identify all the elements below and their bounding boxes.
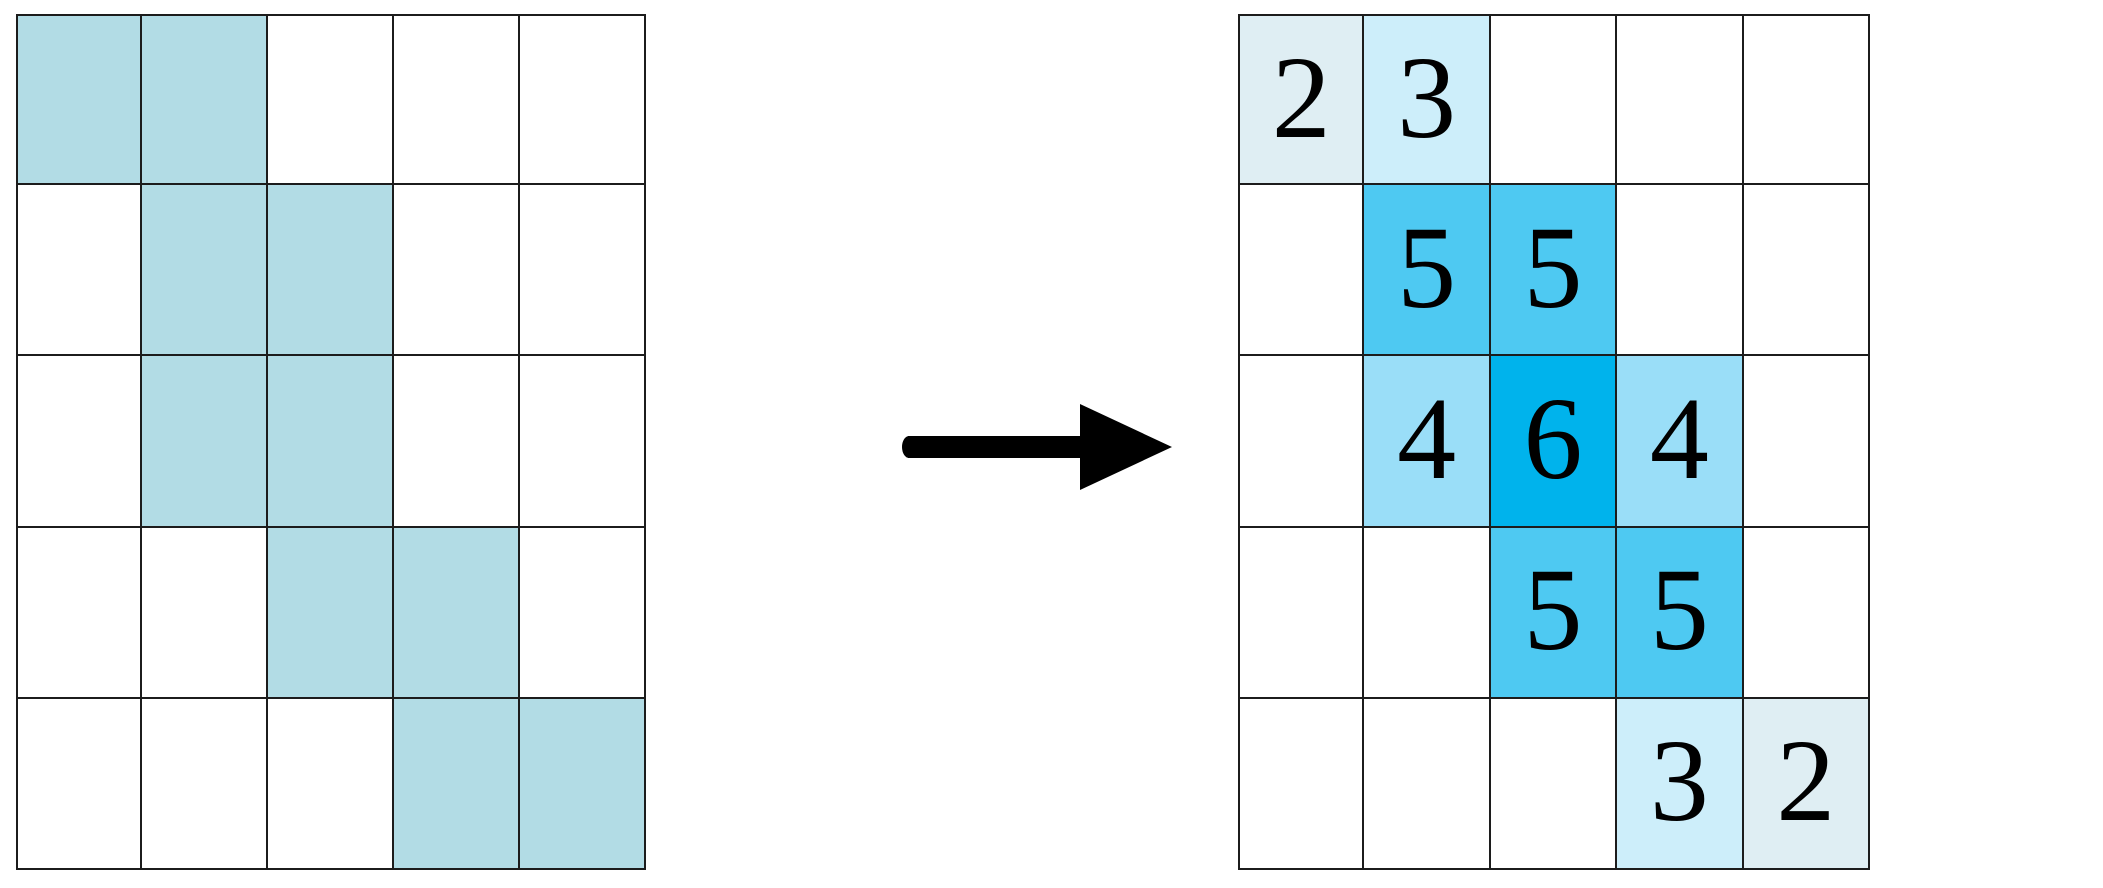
input-grid-cell-r4-c5	[520, 527, 646, 699]
input-grid-cell-r2-c3	[268, 185, 394, 357]
cell-value: 2	[1271, 31, 1331, 163]
input-grid-cell-r1-c5	[520, 14, 646, 186]
input-grid-cell-r1-c2	[142, 14, 268, 186]
output-grid-cell-r1-c2: 3	[1364, 14, 1491, 186]
input-grid-cell-r4-c1	[16, 527, 142, 699]
input-grid-cell-r3-c1	[16, 356, 142, 528]
input-grid-cell-r1-c4	[394, 14, 520, 186]
cell-value: 5	[1397, 201, 1457, 333]
output-grid-cell-r4-c5	[1743, 527, 1870, 699]
cell-value: 5	[1523, 544, 1583, 676]
output-grid-cell-r3-c5	[1743, 356, 1870, 528]
input-grid-cell-r4-c3	[268, 527, 394, 699]
output-grid-cell-r5-c1	[1238, 698, 1365, 870]
input-grid-cell-r3-c3	[268, 356, 394, 528]
output-grid-cell-r1-c1: 2	[1238, 14, 1365, 186]
output-grid-cell-r2-c1	[1238, 185, 1365, 357]
cell-value: 4	[1649, 372, 1709, 504]
input-grid-cell-r3-c5	[520, 356, 646, 528]
cell-value: 5	[1523, 201, 1583, 333]
output-grid-cell-r5-c2	[1364, 698, 1491, 870]
input-grid-cell-r2-c4	[394, 185, 520, 357]
output-grid-cell-r2-c4	[1617, 185, 1744, 357]
input-grid-cell-r5-c1	[16, 698, 142, 870]
output-grid-cell-r4-c3: 5	[1490, 527, 1618, 699]
cell-value: 6	[1523, 372, 1583, 504]
output-grid-cell-r5-c4: 3	[1617, 698, 1744, 870]
output-grid-cell-r1-c4	[1617, 14, 1744, 186]
input-grid-cell-r5-c4	[394, 698, 520, 870]
output-grid-cell-r2-c5	[1743, 185, 1870, 357]
output-grid-cell-r5-c5: 2	[1743, 698, 1870, 870]
input-grid-cell-r1-c3	[268, 14, 394, 186]
output-grid-cell-r1-c5	[1743, 14, 1870, 186]
cell-value: 5	[1649, 544, 1709, 676]
output-grid-cell-r2-c3: 5	[1490, 185, 1618, 357]
cell-value: 3	[1397, 31, 1457, 163]
input-grid	[16, 14, 646, 870]
output-grid-cell-r2-c2: 5	[1364, 185, 1491, 357]
output-grid-cell-r3-c3: 6	[1490, 356, 1618, 528]
output-grid-cell-r3-c2: 4	[1364, 356, 1491, 528]
right-arrow-icon	[900, 392, 1180, 502]
input-grid-cell-r3-c2	[142, 356, 268, 528]
output-grid-cell-r4-c2	[1364, 527, 1491, 699]
input-grid-cell-r2-c2	[142, 185, 268, 357]
input-grid-cell-r3-c4	[394, 356, 520, 528]
input-grid-cell-r5-c5	[520, 698, 646, 870]
output-grid-cell-r5-c3	[1490, 698, 1618, 870]
input-grid-cell-r4-c4	[394, 527, 520, 699]
cell-value: 4	[1397, 372, 1457, 504]
output-grid-cell-r4-c4: 5	[1617, 527, 1744, 699]
output-grid-cell-r3-c4: 4	[1617, 356, 1744, 528]
output-grid-cell-r1-c3	[1490, 14, 1618, 186]
output-grid-cell-r3-c1	[1238, 356, 1365, 528]
input-grid-cell-r4-c2	[142, 527, 268, 699]
input-grid-cell-r5-c3	[268, 698, 394, 870]
input-grid-cell-r1-c1	[16, 14, 142, 186]
input-grid-cell-r2-c1	[16, 185, 142, 357]
input-grid-cell-r2-c5	[520, 185, 646, 357]
input-grid-cell-r5-c2	[142, 698, 268, 870]
cell-value: 3	[1649, 715, 1709, 847]
output-grid-cell-r4-c1	[1238, 527, 1365, 699]
cell-value: 2	[1776, 715, 1836, 847]
